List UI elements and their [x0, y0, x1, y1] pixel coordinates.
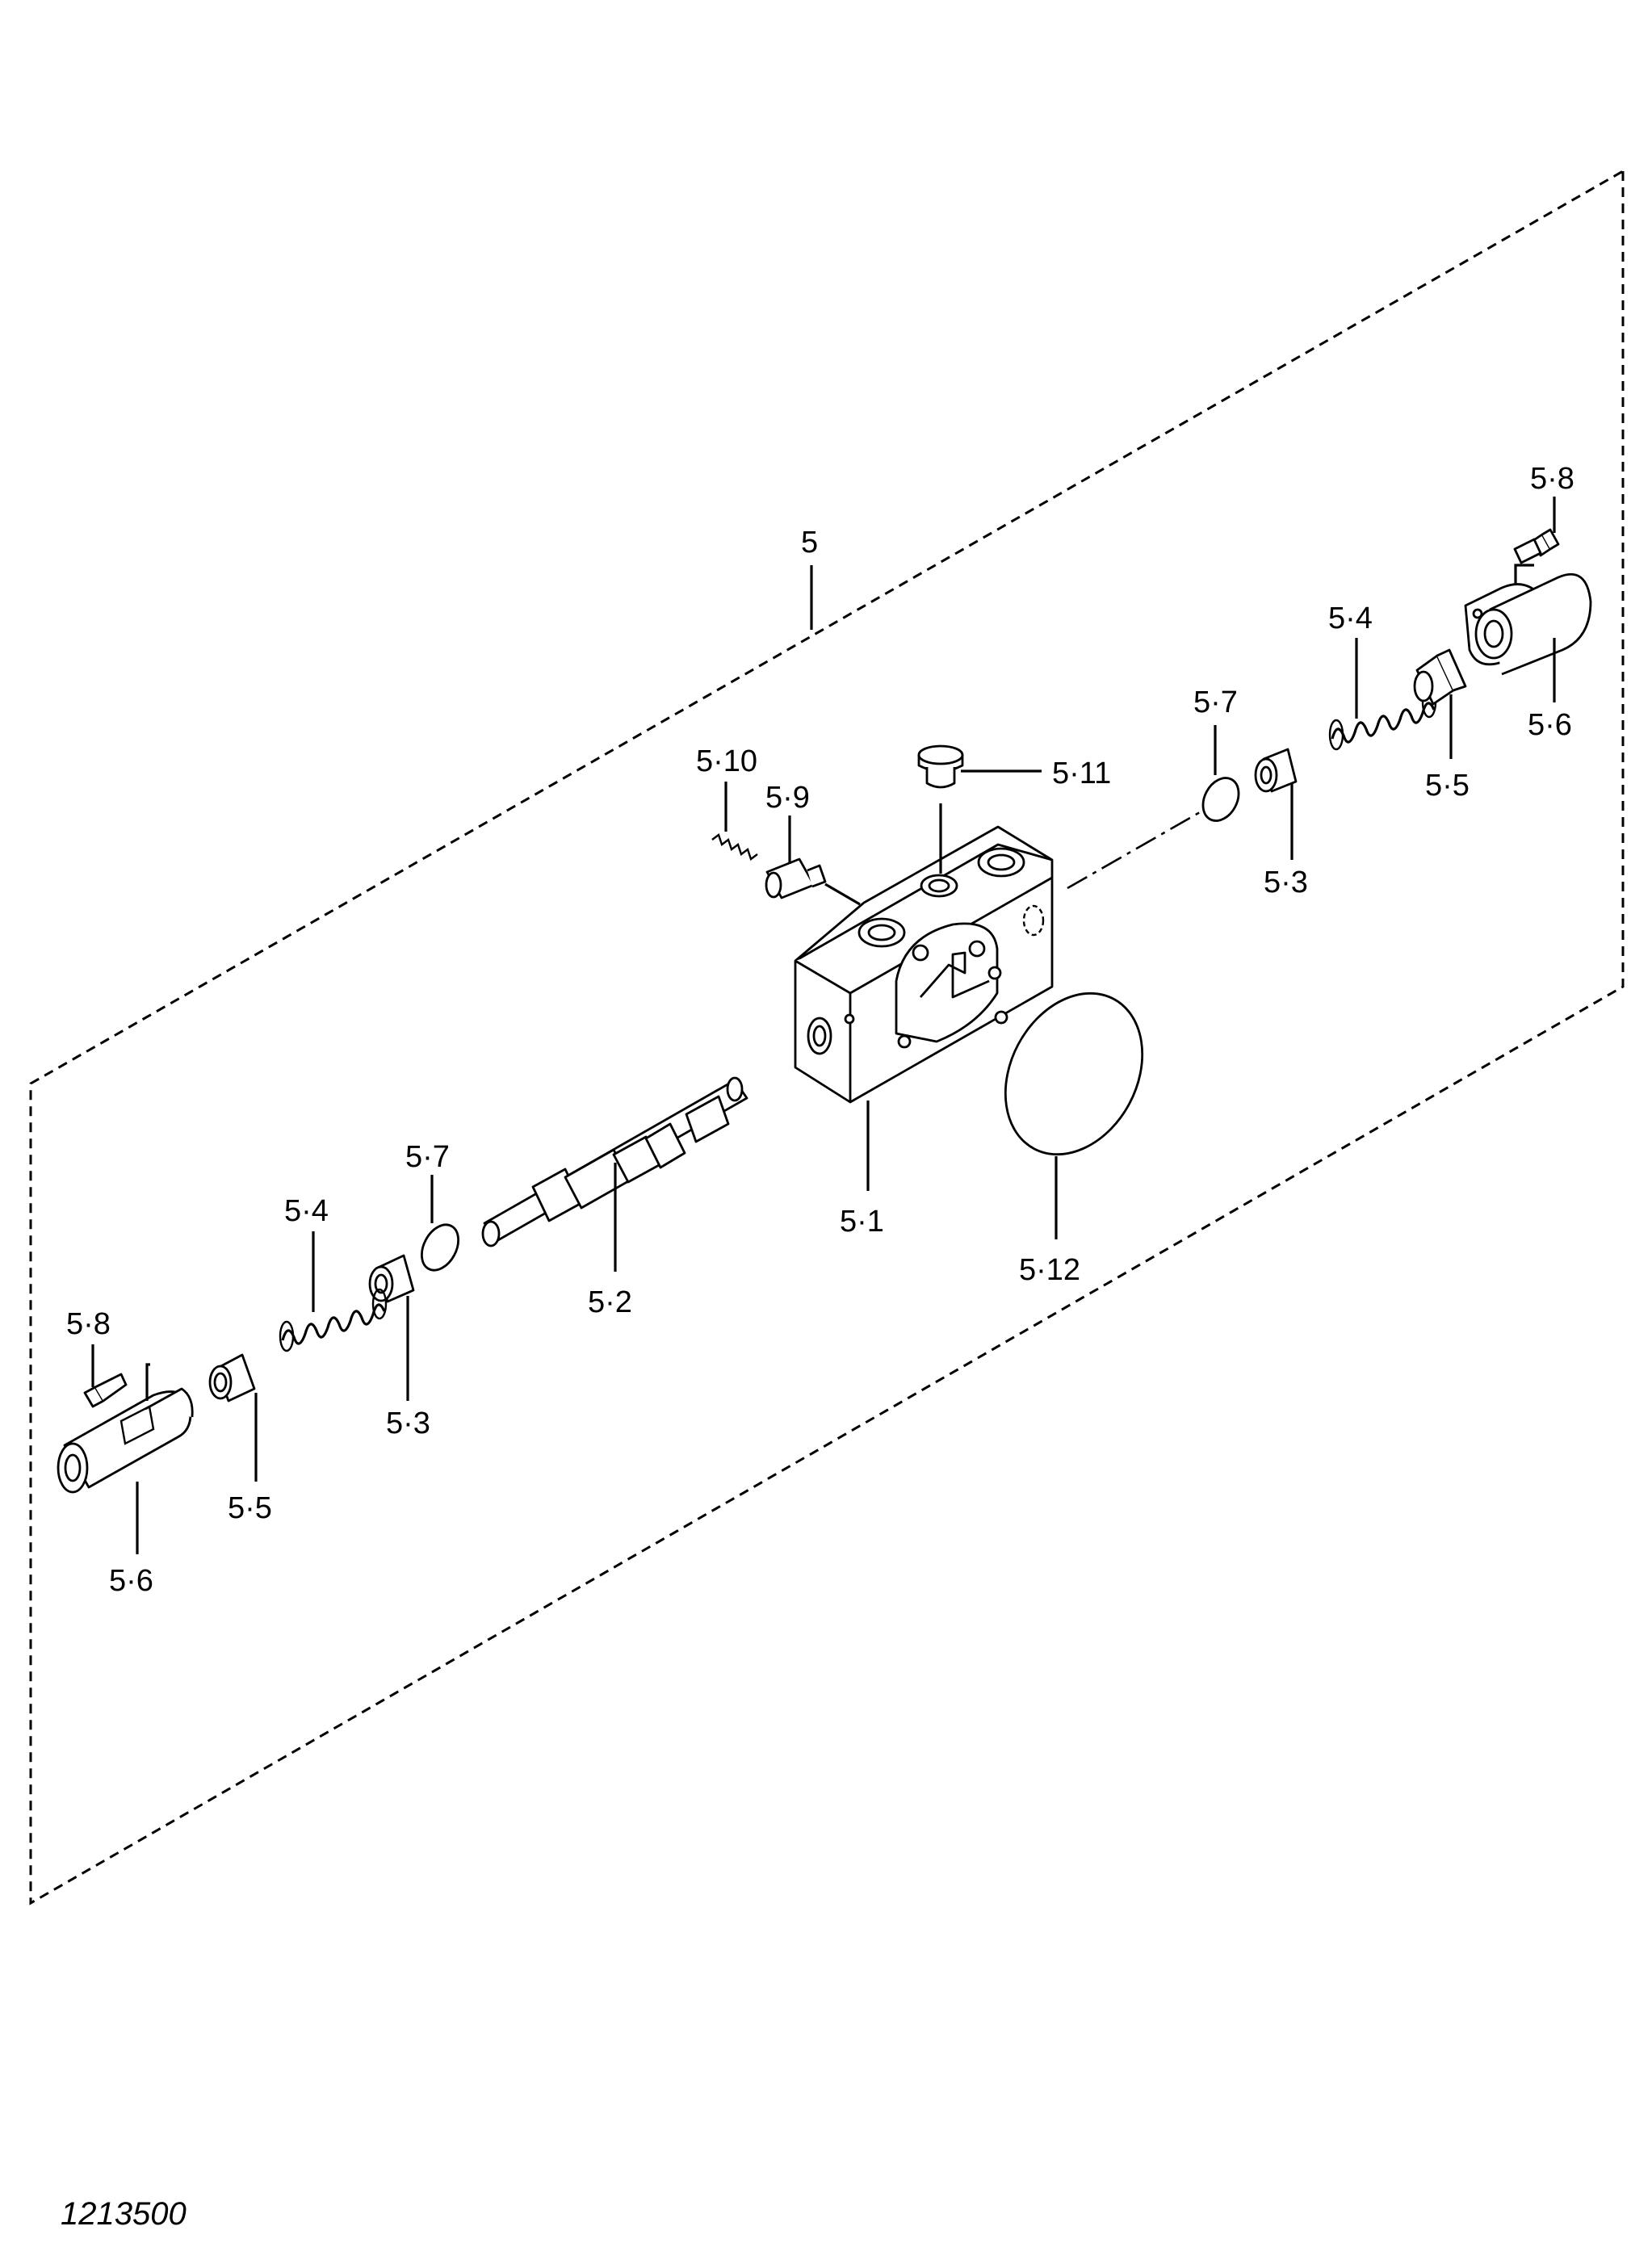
label-plug: 5·11: [1052, 757, 1111, 790]
label-stopper-left: 5·5: [228, 1491, 272, 1525]
label-bolt-left: 5·8: [66, 1307, 111, 1341]
bolt-right: [1513, 528, 1560, 564]
spring-left: [279, 1288, 388, 1352]
assembly-boundary: [29, 169, 1625, 1906]
o-ring-large: [1004, 992, 1144, 1156]
stopper-left: [208, 1353, 256, 1402]
label-sleeve-right: 5·3: [1264, 866, 1308, 899]
valve-body: [794, 825, 1054, 1104]
sleeve-left: [368, 1254, 415, 1303]
spool: [481, 1076, 748, 1247]
cover-right: [1464, 572, 1592, 676]
bolt-left: [83, 1373, 128, 1408]
assembly-label: 5: [801, 526, 818, 560]
label-o-ring-right: 5·7: [1193, 685, 1238, 719]
label-cover-left: 5·6: [109, 1564, 153, 1598]
label-small-spring: 5·10: [696, 744, 757, 778]
center-line: [1067, 804, 1212, 890]
label-pin: 5·9: [765, 781, 810, 815]
stopper-right: [1413, 648, 1467, 706]
cover-left: [57, 1387, 194, 1494]
label-spool: 5·2: [588, 1285, 632, 1319]
label-sleeve-left: 5·3: [386, 1407, 430, 1440]
label-o-ring-large: 5·12: [1019, 1253, 1080, 1287]
drawing-number: 1213500: [61, 2196, 187, 2232]
label-o-ring-left: 5·7: [405, 1140, 450, 1174]
sleeve-right: [1254, 748, 1298, 793]
label-cover-right: 5·6: [1528, 708, 1572, 742]
plug: [917, 744, 964, 789]
label-spring-right: 5·4: [1328, 602, 1373, 635]
o-ring-right: [1201, 777, 1240, 822]
o-ring-left: [421, 1223, 459, 1272]
small-spring: [711, 833, 758, 861]
label-body: 5·1: [840, 1205, 884, 1239]
label-stopper-right: 5·5: [1425, 769, 1470, 803]
label-spring-left: 5·4: [284, 1194, 329, 1228]
pin: [765, 857, 827, 899]
label-bolt-right: 5·8: [1530, 462, 1574, 496]
